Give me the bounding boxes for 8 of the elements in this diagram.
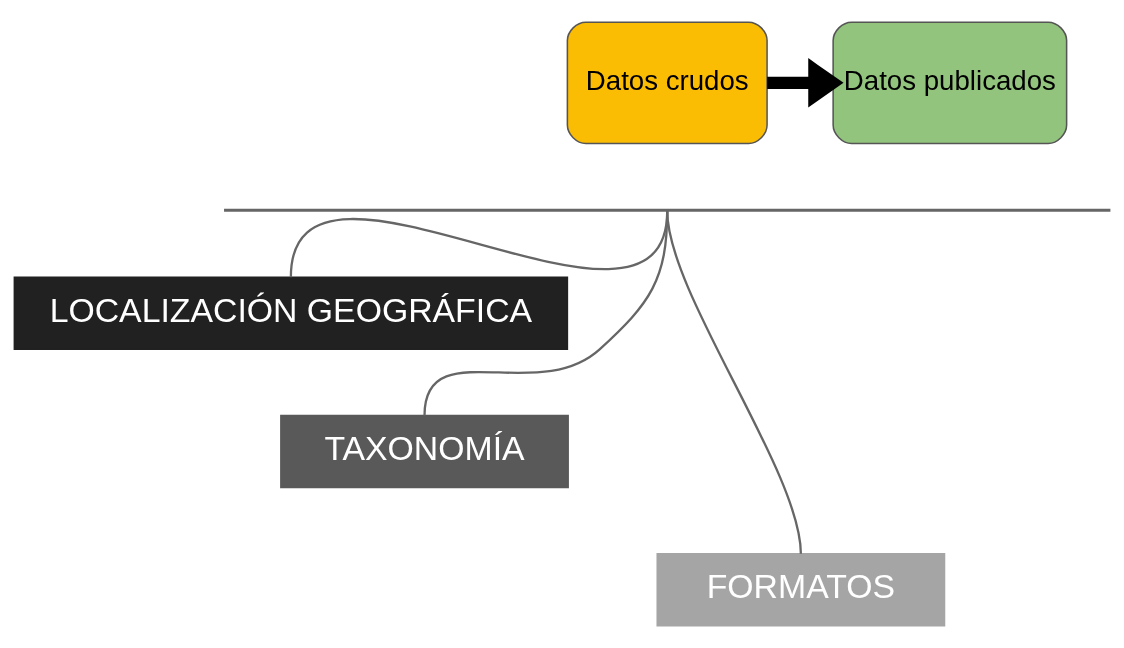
node-box: TAXONOMÍA [280,414,569,489]
connector [666,210,802,554]
node-box: Datos crudos [566,21,768,145]
node-box: Datos publicados [832,21,1068,145]
arrow [767,58,844,108]
node-bar [224,208,1111,212]
node-box: FORMATOS [656,552,946,627]
node-box: LOCALIZACIÓN GEOGRÁFICA [13,276,569,351]
